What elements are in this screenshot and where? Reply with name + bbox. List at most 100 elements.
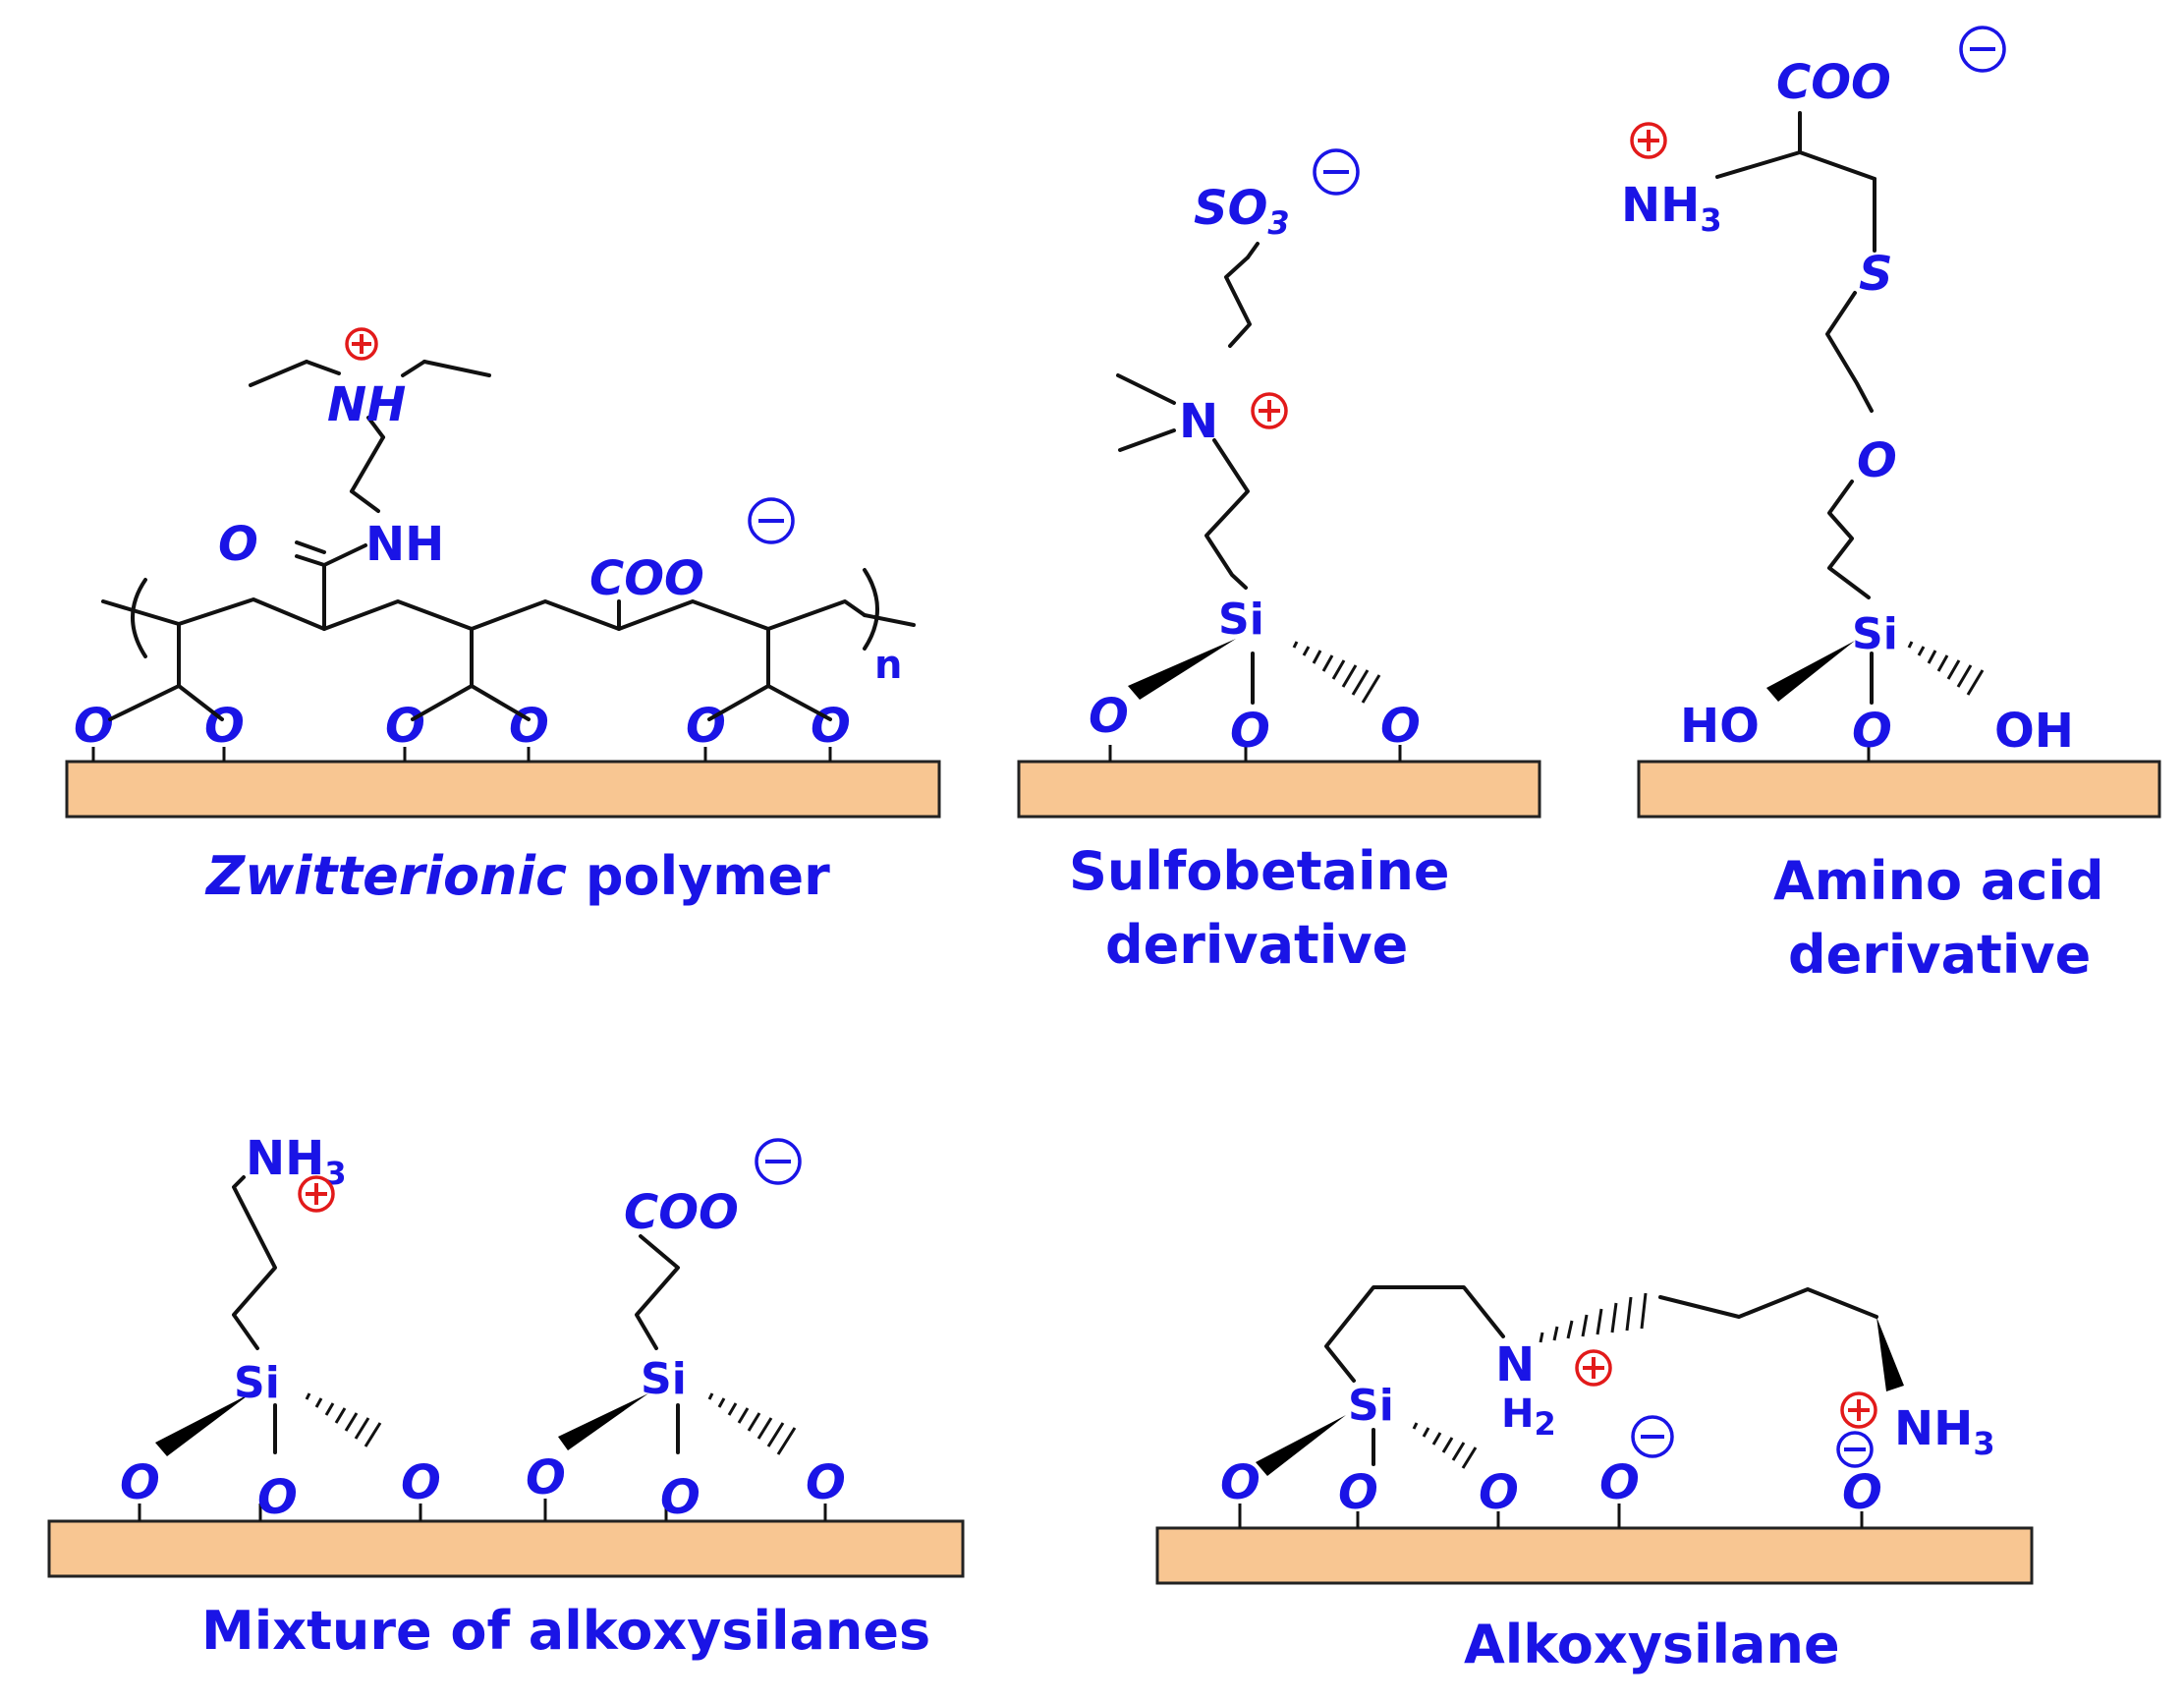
atom-o: O: [1479, 1465, 1519, 1520]
atom-o: O: [1220, 1455, 1260, 1510]
caption-alkoxysilane: Alkoxysilane: [1464, 1614, 1840, 1675]
atom-o: O: [1380, 699, 1421, 754]
atom-nh3-text: NH: [1894, 1401, 1973, 1456]
atom-nh3: NH3: [246, 1131, 347, 1192]
wedge-bond: [1876, 1317, 1904, 1391]
substrate-surface: [1637, 760, 2161, 819]
polymer-bonds: [101, 360, 916, 721]
sulfobetaine-panel: SO3 N Si O O O Sulfobetaine derivative: [1017, 148, 1541, 976]
wedge-bond: [1766, 641, 1855, 702]
hash-bond: [1412, 1422, 1478, 1469]
atom-ho: HO: [1680, 699, 1760, 754]
zwitterionic-polymer-panel: O O O O O O: [65, 327, 941, 907]
atom-nh3: NH3: [1894, 1401, 1995, 1462]
caption-mixture: Mixture of alkoxysilanes: [201, 1600, 930, 1662]
hash-bond: [1907, 641, 1985, 696]
atom-s: S: [1859, 247, 1893, 302]
negative-charge-icon: [755, 1138, 802, 1185]
caption-rest: polymer: [567, 845, 830, 907]
atom-n: N: [1179, 394, 1218, 449]
negative-charge-icon: [1313, 148, 1360, 196]
negative-charge-icon: [1959, 26, 2006, 73]
atom-nh3: NH3: [1621, 178, 1722, 239]
amino-acid-bonds: [1715, 111, 1876, 705]
atom-o: O: [74, 699, 114, 754]
atom-o: O: [204, 699, 245, 754]
wedge-bond: [155, 1393, 251, 1456]
negative-charge-icon: [748, 497, 795, 544]
atom-coo: COO: [589, 551, 704, 606]
atom-nh3-text: NH: [1621, 178, 1700, 233]
atom-h2-subscript: 2: [1534, 1405, 1555, 1443]
caption-sulfobetaine-line2: derivative: [1105, 914, 1408, 976]
atom-nh3-subscript: 3: [1973, 1425, 1994, 1462]
sulfobetaine-bonds: [1116, 242, 1260, 705]
atom-coo: COO: [624, 1185, 739, 1240]
atom-so3-subscript: 3: [1267, 204, 1289, 242]
atom-o-carbonyl: O: [218, 517, 258, 572]
alkoxysilane-bonds: [1324, 1285, 1878, 1466]
positive-charge-icon: [1840, 1391, 1877, 1429]
substrate-surface: [65, 760, 941, 819]
atom-so3: SO3: [1194, 181, 1290, 242]
atom-nh3-subscript: 3: [324, 1155, 346, 1192]
amino-acid-panel: COO NH3 S O Si HO O OH Amino acid deriva…: [1621, 26, 2161, 986]
caption-amino-acid-line2: derivative: [1788, 924, 2091, 986]
positive-charge-icon: [298, 1175, 335, 1213]
atom-o: O: [401, 1455, 441, 1510]
substrate-surface: [1017, 760, 1541, 819]
mixture-panel: NH3 COO Si Si O O O O O O Mixture of alk…: [47, 1131, 965, 1662]
mixture-bonds: [232, 1175, 680, 1454]
caption-zwitterionic-polymer: Zwitterionic polymer: [204, 845, 830, 907]
atom-o: O: [811, 699, 851, 754]
substrate-surface: [47, 1519, 965, 1578]
atom-o: O: [526, 1450, 566, 1505]
atom-nh3-subscript: 3: [1700, 201, 1721, 239]
atom-si: Si: [1218, 595, 1264, 645]
atom-o: O: [686, 699, 726, 754]
hash-bond: [1292, 641, 1381, 704]
atom-o: O: [509, 699, 549, 754]
negative-charge-icon: [1836, 1431, 1874, 1468]
atom-o: O: [1599, 1455, 1640, 1510]
atom-oh: OH: [1994, 704, 2074, 759]
atom-coo: COO: [1776, 55, 1891, 110]
positive-charge-icon: [1575, 1349, 1612, 1387]
atom-o: O: [385, 699, 425, 754]
atom-o: O: [1230, 704, 1270, 759]
negative-charge-icon: [1631, 1415, 1674, 1458]
atom-o: O: [1842, 1465, 1882, 1520]
atom-nh-amide: NH: [365, 517, 444, 572]
positive-charge-icon: [345, 327, 378, 361]
atom-o: O: [806, 1455, 846, 1510]
alkoxysilane-panel: N H2 Si NH3 O O O O O Alkoxy: [1155, 1285, 2034, 1675]
caption-amino-acid-line1: Amino acid: [1773, 850, 2104, 912]
atom-si: Si: [641, 1354, 687, 1404]
atom-o: O: [1338, 1465, 1378, 1520]
atom-si: Si: [1852, 609, 1898, 659]
hash-bond: [707, 1392, 797, 1455]
repeat-unit-n: n: [874, 643, 902, 688]
positive-charge-icon: [1251, 392, 1288, 429]
hash-bond: [1539, 1292, 1648, 1343]
wedge-bond: [1256, 1415, 1346, 1476]
atom-si: Si: [234, 1358, 280, 1408]
atom-si: Si: [1348, 1381, 1394, 1431]
atom-o: O: [1852, 704, 1892, 759]
caption-sulfobetaine-line1: Sulfobetaine: [1069, 840, 1450, 902]
atom-o-ether: O: [1857, 433, 1897, 488]
atom-h2: H2: [1501, 1391, 1556, 1443]
atom-nh-ammonium: NH: [327, 377, 406, 432]
atom-h2-text: H: [1501, 1391, 1534, 1437]
atom-o: O: [660, 1470, 700, 1525]
positive-charge-icon: [1630, 122, 1667, 159]
caption-italic: Zwitterionic: [204, 845, 567, 907]
substrate-surface: [1155, 1526, 2034, 1585]
wedge-bond: [1128, 639, 1236, 700]
atom-o: O: [257, 1470, 298, 1525]
atom-so3-text: SO: [1194, 181, 1267, 236]
atom-o: O: [1089, 689, 1129, 744]
atom-o: O: [120, 1455, 160, 1510]
wedge-bond: [558, 1393, 648, 1450]
